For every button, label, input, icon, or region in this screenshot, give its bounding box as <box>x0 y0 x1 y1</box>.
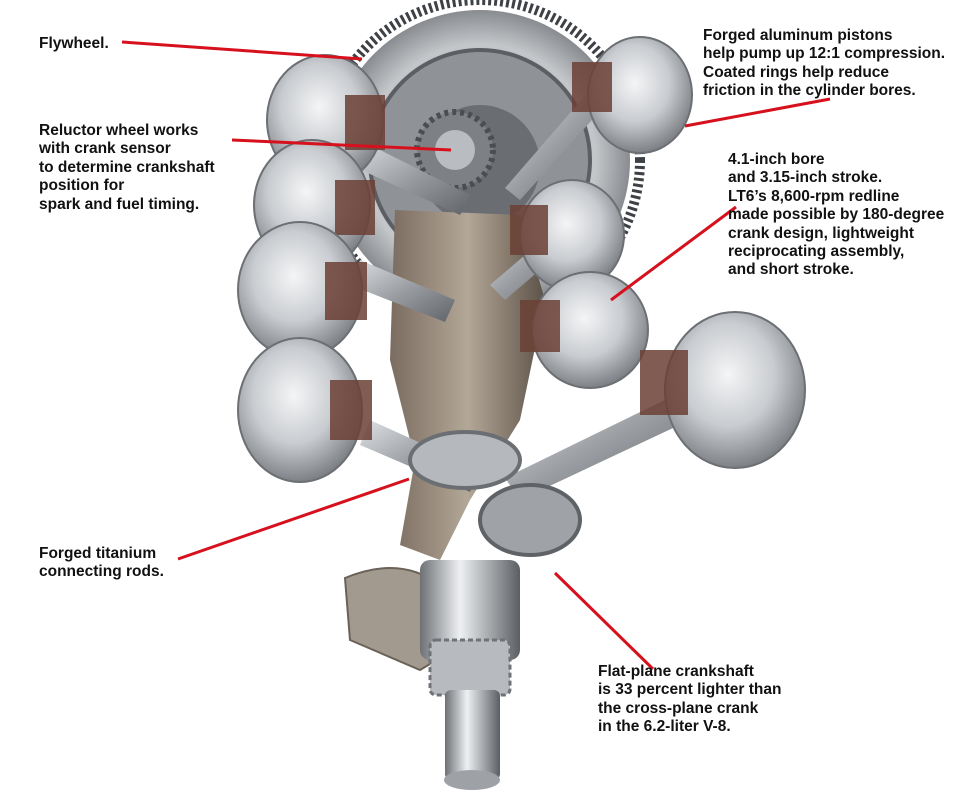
callout-pistons-line: help pump up 12:1 compression. <box>703 45 946 63</box>
callout-connecting-rods: Forged titanium connecting rods. <box>39 545 164 582</box>
callout-reluctor-line: to determine crankshaft <box>39 158 215 176</box>
callout-flywheel: Flywheel. <box>39 35 109 53</box>
leader-line-pistons <box>684 97 831 128</box>
callout-bore-line: LT6’s 8,600-rpm redline <box>728 187 900 205</box>
callout-pistons-line: friction in the cylinder bores. <box>703 82 916 100</box>
callout-bore-line: 4.1-inch bore <box>728 151 825 168</box>
callout-bore-line: crank design, lightweight <box>728 224 915 242</box>
callout-reluctor-wheel: Reluctor wheel works with crank sensor t… <box>39 122 215 214</box>
callout-rods-line: connecting rods. <box>39 563 164 581</box>
callout-bore-line: and short stroke. <box>728 261 854 279</box>
callout-crank-line: Flat-plane crankshaft <box>598 663 754 680</box>
callout-crank-line: in the 6.2-liter V-8. <box>598 718 731 736</box>
callout-bore-line: reciprocating assembly, <box>728 243 905 261</box>
leader-lines <box>121 40 831 671</box>
leader-line-crank <box>553 571 655 671</box>
pistons-right-bank <box>510 36 806 469</box>
callout-reluctor-line: position for <box>39 177 125 195</box>
reluctor-wheel <box>414 109 496 191</box>
leader-line-reluctor <box>231 138 452 152</box>
leader-line-rods <box>177 477 410 561</box>
leader-line-bore <box>610 205 737 302</box>
callout-bore-stroke: 4.1-inch bore and 3.15-inch stroke. LT6’… <box>728 151 944 280</box>
callout-pistons-line: Forged aluminum pistons <box>703 27 893 44</box>
callout-bore-line: and 3.15-inch stroke. <box>728 169 883 187</box>
leader-line-flywheel <box>121 40 363 61</box>
callout-rods-line: Forged titanium <box>39 545 157 562</box>
callout-reluctor-line: Reluctor wheel works <box>39 122 199 139</box>
callout-bore-line: made possible by 180-degree <box>728 206 945 224</box>
pistons-left-bank <box>237 54 385 483</box>
callout-reluctor-line: with crank sensor <box>39 140 171 158</box>
callout-crankshaft: Flat-plane crankshaft is 33 percent ligh… <box>598 663 781 737</box>
callout-crank-line: is 33 percent lighter than <box>598 681 782 699</box>
callout-pistons-line: Coated rings help reduce <box>703 63 890 81</box>
callout-crank-line: the cross-plane crank <box>598 699 759 717</box>
callout-flywheel-line: Flywheel. <box>39 35 109 52</box>
callout-pistons: Forged aluminum pistons help pump up 12:… <box>703 27 945 101</box>
callout-reluctor-line: spark and fuel timing. <box>39 195 200 213</box>
